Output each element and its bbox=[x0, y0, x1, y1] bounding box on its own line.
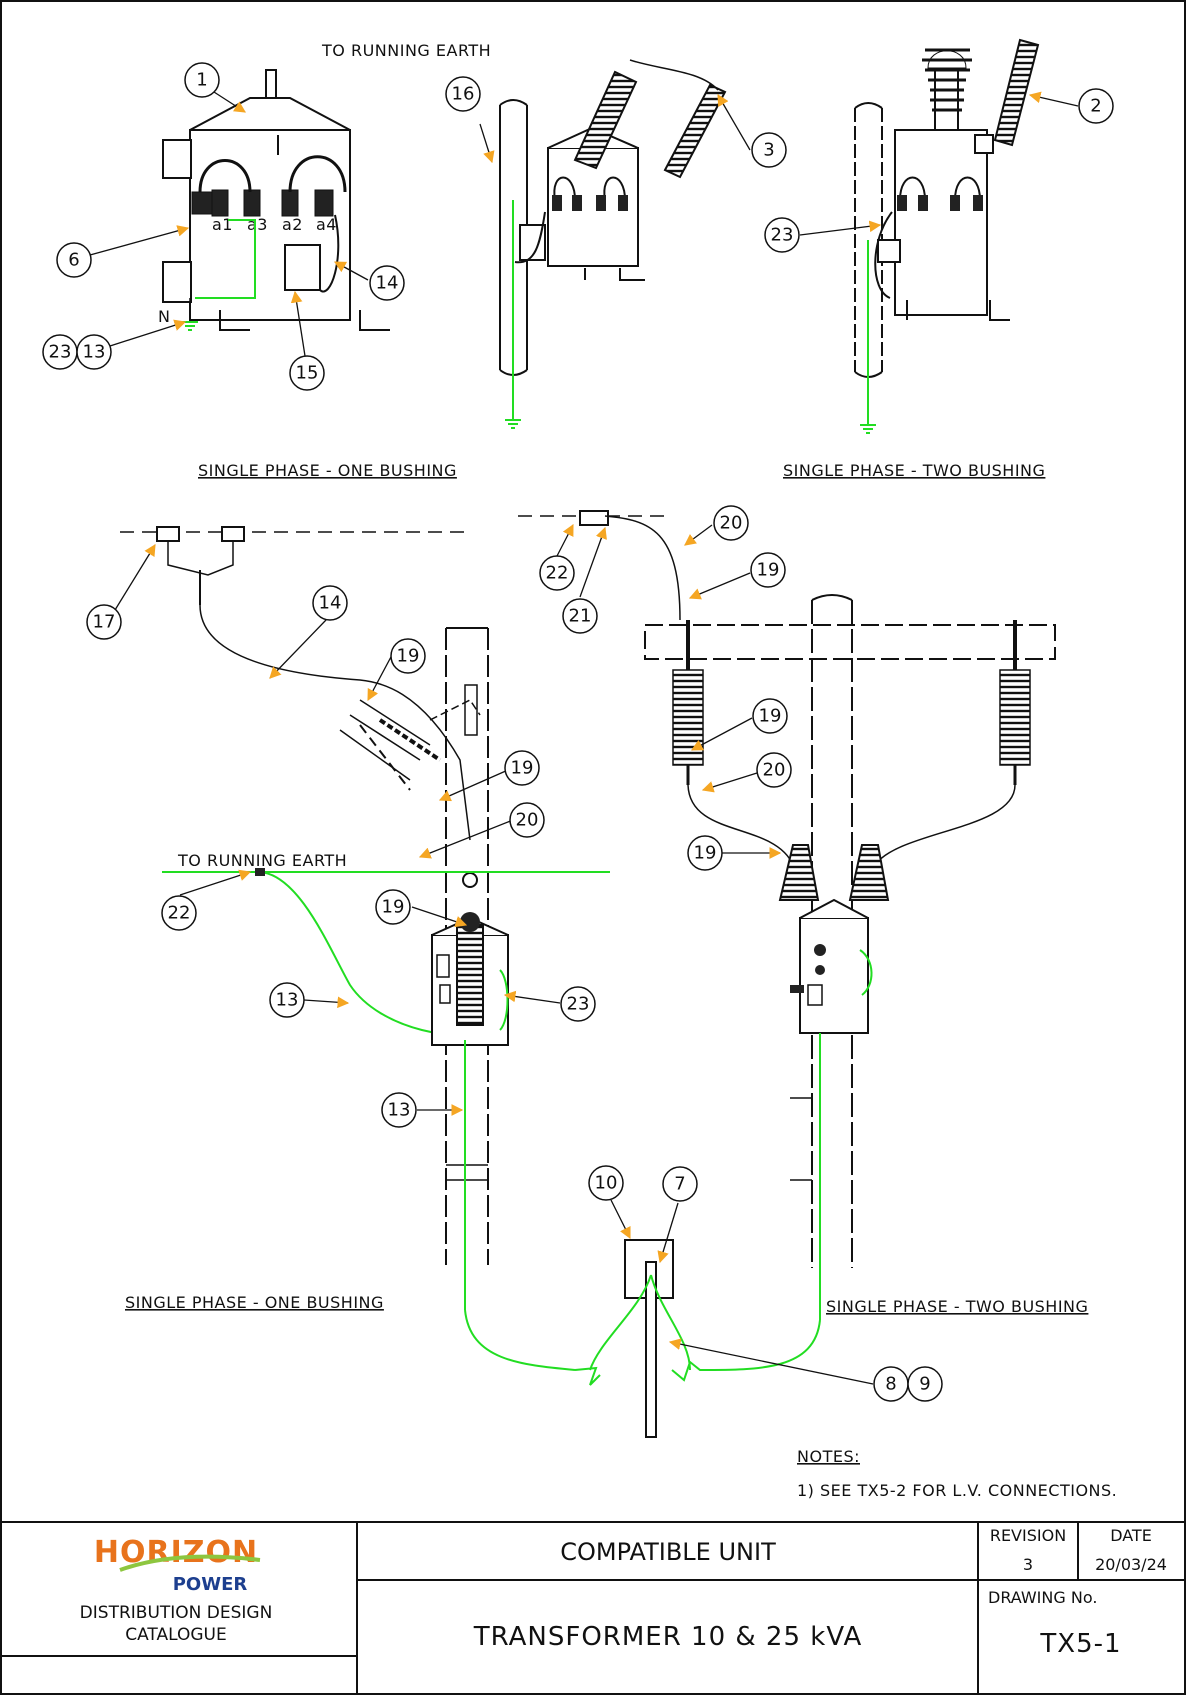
logo-word-horizon: HORIZON bbox=[94, 1535, 258, 1570]
callout-14a bbox=[369, 265, 405, 301]
callout-13c-num: 13 bbox=[388, 1100, 411, 1121]
catalogue-line-2: CATALOGUE bbox=[125, 1625, 226, 1645]
date-label: DATE bbox=[1110, 1526, 1152, 1545]
callout-22b bbox=[539, 555, 575, 591]
callout-20a bbox=[509, 802, 545, 838]
notes-item-1: 1) SEE TX5-2 FOR L.V. CONNECTIONS. bbox=[797, 1481, 1117, 1500]
callout-15 bbox=[289, 355, 325, 391]
callout-16-num: 16 bbox=[452, 84, 475, 105]
terminal-a1-label: a1 bbox=[212, 215, 233, 234]
callout-7 bbox=[662, 1166, 698, 1202]
callout-20c bbox=[756, 752, 792, 788]
callout-7-num: 7 bbox=[674, 1174, 685, 1195]
view4-caption: SINGLE PHASE - TWO BUSHING bbox=[826, 1297, 1088, 1316]
drawing-no-label: DRAWING No. bbox=[988, 1588, 1097, 1607]
callout-15-num: 15 bbox=[296, 363, 319, 384]
callout-14b bbox=[312, 585, 348, 621]
callout-13b-num: 13 bbox=[276, 990, 299, 1011]
callout-1-num: 1 bbox=[196, 70, 207, 91]
revision-label: REVISION bbox=[990, 1526, 1066, 1545]
notes-heading: NOTES: bbox=[797, 1447, 860, 1466]
logo-word-power: POWER bbox=[173, 1574, 248, 1595]
callout-16 bbox=[445, 76, 481, 112]
callout-numbers: 1 2 3 6 14 15 16 23 23 13 17 14 19 19 20… bbox=[49, 70, 1102, 1395]
callout-21-num: 21 bbox=[569, 606, 592, 627]
callout-3 bbox=[751, 132, 787, 168]
callout-17 bbox=[86, 604, 122, 640]
callout-19a bbox=[390, 638, 426, 674]
callout-19a-num: 19 bbox=[397, 646, 420, 667]
earth-pit bbox=[589, 1239, 691, 1438]
callout-13a-num: 13 bbox=[83, 342, 106, 363]
revision-value: 3 bbox=[1023, 1555, 1033, 1574]
date-value: 20/03/24 bbox=[1095, 1555, 1167, 1574]
view3-pole bbox=[854, 38, 1040, 434]
callout-10 bbox=[588, 1165, 624, 1201]
callout-23b bbox=[764, 217, 800, 253]
terminal-a3-label: a3 bbox=[247, 215, 268, 234]
running-earth-label-top: TO RUNNING EARTH bbox=[321, 41, 491, 60]
callout-22a bbox=[161, 895, 197, 931]
terminal-a2-label: a2 bbox=[282, 215, 303, 234]
neutral-marker: N bbox=[158, 307, 170, 326]
callout-19b bbox=[504, 750, 540, 786]
horizon-power-logo: HORIZON POWER bbox=[94, 1535, 261, 1595]
callout-19d-num: 19 bbox=[757, 560, 780, 581]
callout-23b-num: 23 bbox=[771, 225, 794, 246]
callout-13a bbox=[76, 334, 112, 370]
callout-19c bbox=[375, 889, 411, 925]
view2-pole bbox=[499, 59, 727, 429]
callout-14a-num: 14 bbox=[376, 273, 399, 294]
view1-transformer: a1 a3 a2 a4 N bbox=[158, 69, 390, 331]
view5-installation bbox=[518, 510, 1056, 1382]
view2-caption: SINGLE PHASE - TWO BUSHING bbox=[783, 461, 1045, 480]
view1-caption: SINGLE PHASE - ONE BUSHING bbox=[198, 461, 457, 480]
callout-23c bbox=[560, 986, 596, 1022]
callout-19c-num: 19 bbox=[382, 897, 405, 918]
callout-19f-num: 19 bbox=[694, 843, 717, 864]
view3-caption: SINGLE PHASE - ONE BUSHING bbox=[125, 1293, 384, 1312]
callout-9 bbox=[907, 1366, 943, 1402]
callout-20a-num: 20 bbox=[516, 810, 539, 831]
callout-23c-num: 23 bbox=[567, 994, 590, 1015]
callout-10-num: 10 bbox=[595, 1173, 618, 1194]
callout-9-num: 9 bbox=[919, 1374, 930, 1395]
callout-13c bbox=[381, 1092, 417, 1128]
callout-13b bbox=[269, 982, 305, 1018]
callout-22a-num: 22 bbox=[168, 903, 191, 924]
callout-3-num: 3 bbox=[763, 140, 774, 161]
running-earth-label-mid: TO RUNNING EARTH bbox=[177, 851, 347, 870]
unit-type: COMPATIBLE UNIT bbox=[560, 1538, 776, 1566]
callout-19e bbox=[752, 698, 788, 734]
callout-23a-num: 23 bbox=[49, 342, 72, 363]
callout-17-num: 17 bbox=[93, 612, 116, 633]
callout-2-num: 2 bbox=[1090, 96, 1101, 117]
callout-8-num: 8 bbox=[885, 1374, 896, 1395]
callout-1 bbox=[184, 62, 220, 98]
callout-21 bbox=[562, 598, 598, 634]
callout-6-num: 6 bbox=[68, 250, 79, 271]
callout-22b-num: 22 bbox=[546, 563, 569, 584]
view4-installation bbox=[120, 526, 610, 1386]
drawing-title: TRANSFORMER 10 & 25 kVA bbox=[473, 1622, 863, 1652]
callout-20b bbox=[713, 505, 749, 541]
callout-19b-num: 19 bbox=[511, 758, 534, 779]
callout-20b-num: 20 bbox=[720, 513, 743, 534]
callout-2 bbox=[1078, 88, 1114, 124]
callout-bubbles bbox=[42, 62, 1114, 1402]
terminal-a4-label: a4 bbox=[316, 215, 337, 234]
callout-19e-num: 19 bbox=[759, 706, 782, 727]
callout-6 bbox=[56, 242, 92, 278]
callout-19f bbox=[687, 835, 723, 871]
title-block bbox=[1, 1521, 1185, 1694]
drawing-no-value: TX5-1 bbox=[1039, 1629, 1121, 1659]
callout-20c-num: 20 bbox=[763, 760, 786, 781]
callout-19d bbox=[750, 552, 786, 588]
leader-lines bbox=[89, 91, 1079, 1385]
callout-14b-num: 14 bbox=[319, 593, 342, 614]
catalogue-line-1: DISTRIBUTION DESIGN bbox=[80, 1603, 273, 1623]
